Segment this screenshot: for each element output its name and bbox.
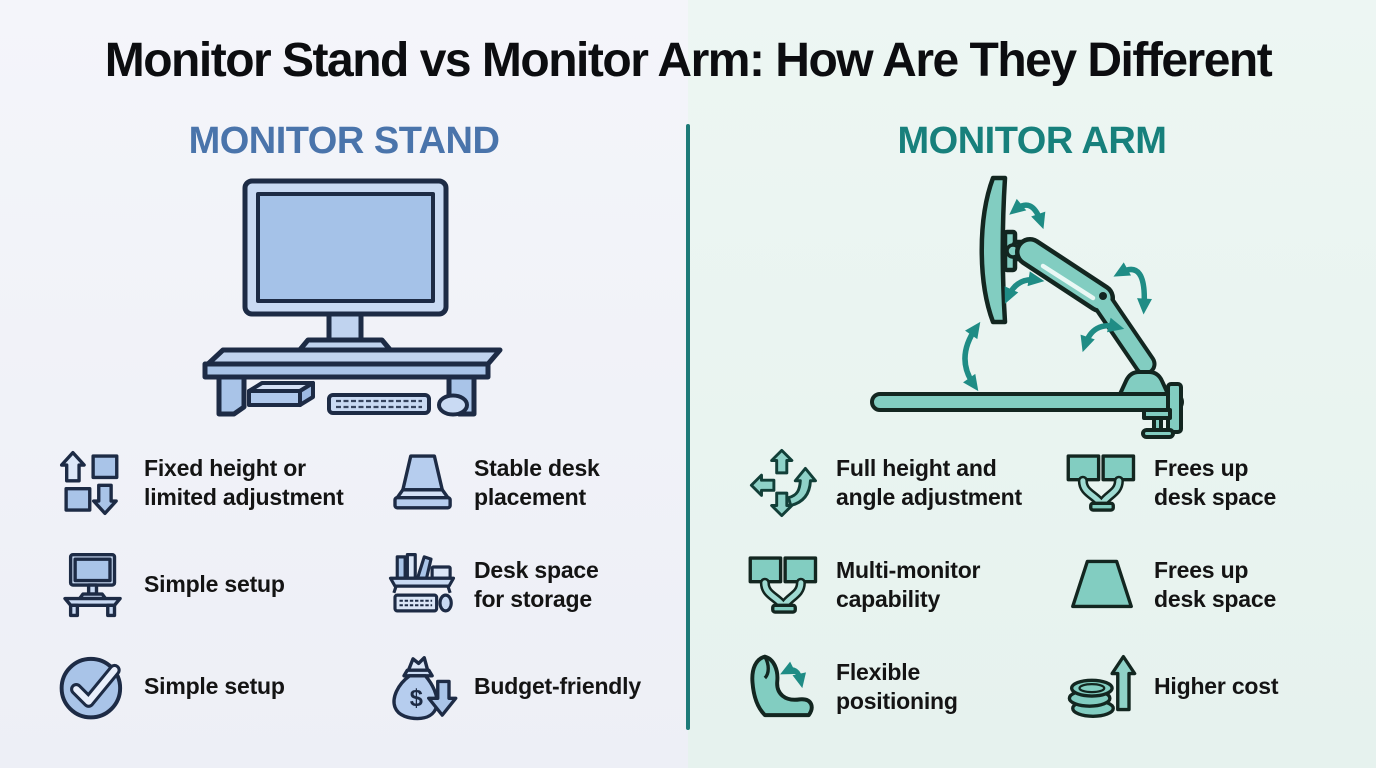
money-bag-save-icon: $ <box>386 651 458 723</box>
feature-label: Simple setup <box>144 673 285 700</box>
checkmark-circle-icon <box>56 651 128 723</box>
motion-arrows <box>962 198 1152 392</box>
monitor-arm-panel <box>688 0 1376 768</box>
height-limited-adjust-icon <box>56 447 128 519</box>
feature-label: Stable desk placement <box>474 454 600 510</box>
feature-label: Frees up desk space <box>1154 454 1277 510</box>
trapezoid-footprint-icon <box>1066 549 1138 621</box>
feature-stable-placement: Stable desk placement <box>386 447 666 519</box>
feature-higher-cost: Higher cost <box>1066 651 1346 723</box>
monitor-stand-features: Fixed height or limited adjustment Stabl… <box>56 445 666 725</box>
feature-fixed-height: Fixed height or limited adjustment <box>56 447 386 519</box>
dual-monitor-mount-icon <box>748 549 820 621</box>
feature-label: Desk space for storage <box>474 556 599 612</box>
feature-full-adjustment: Full height and angle adjustment <box>748 447 1066 519</box>
monitor-stand-heading: MONITOR STAND <box>188 120 500 162</box>
stable-base-icon <box>386 447 458 519</box>
feature-label: Fixed height or limited adjustment <box>144 454 344 510</box>
flex-bicep-icon <box>748 651 820 723</box>
coins-rising-icon <box>1066 651 1138 723</box>
feature-flexible-positioning: Flexible positioning <box>748 651 1066 723</box>
monitor-arm-illustration <box>860 168 1216 454</box>
feature-label: Flexible positioning <box>836 658 958 714</box>
feature-label: Budget-friendly <box>474 673 641 700</box>
monitor-riser-icon <box>56 549 128 621</box>
svg-text:$: $ <box>410 686 423 712</box>
feature-multi-monitor: Multi-monitor capability <box>748 549 1066 621</box>
feature-label: Full height and angle adjustment <box>836 454 1022 510</box>
vertical-divider <box>686 124 690 730</box>
feature-budget-friendly: $ Budget-friendly <box>386 651 666 723</box>
feature-simple-setup-2: Simple setup <box>56 651 386 723</box>
monitor-arm-drawing <box>870 175 1184 439</box>
monitor-arm-heading: MONITOR ARM <box>897 120 1167 162</box>
monitor-stand-illustration <box>183 176 513 421</box>
feature-label: Multi-monitor capability <box>836 556 981 612</box>
feature-desk-storage: Desk space for storage <box>386 549 666 621</box>
monitor-arm-features: Full height and angle adjustment Fre <box>748 445 1346 725</box>
feature-simple-setup: Simple setup <box>56 549 386 621</box>
feature-label: Higher cost <box>1154 673 1279 700</box>
monitor-stand-panel <box>0 0 688 768</box>
monitor-stand-drawing <box>202 178 503 417</box>
page-title: Monitor Stand vs Monitor Arm: How Are Th… <box>104 34 1273 87</box>
feature-frees-space-2: Frees up desk space <box>1066 549 1346 621</box>
feature-frees-space-1: Frees up desk space <box>1066 447 1346 519</box>
feature-label: Frees up desk space <box>1154 556 1277 612</box>
dual-monitor-mount-icon <box>1066 447 1138 519</box>
multi-direction-arrows-icon <box>748 447 820 519</box>
feature-label: Simple setup <box>144 571 285 598</box>
storage-shelf-icon <box>386 549 458 621</box>
